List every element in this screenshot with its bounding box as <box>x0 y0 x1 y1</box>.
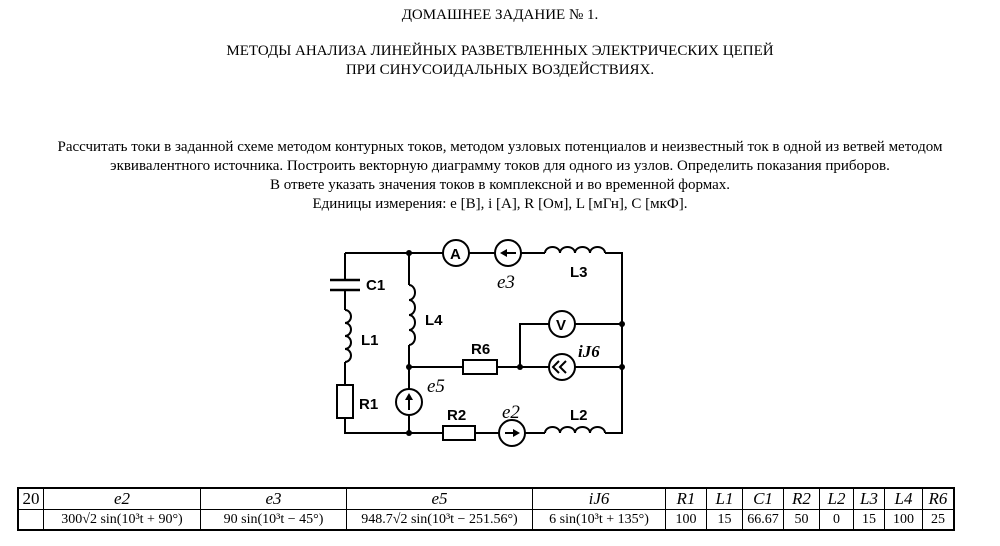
e2-label: e2 <box>502 402 520 423</box>
e3-label: e3 <box>497 272 515 293</box>
value-cell: 948.7√2 sin(10³t − 251.56°) <box>346 509 533 531</box>
header-cell: L1 <box>706 487 743 510</box>
value-cell: 90 sin(10³t − 45°) <box>200 509 347 531</box>
l1-label: L1 <box>361 332 379 349</box>
header-cell: R1 <box>665 487 707 510</box>
doc-title: ДОМАШНЕЕ ЗАДАНИЕ № 1. <box>401 7 599 23</box>
header-cell: e3 <box>200 487 347 510</box>
header-cell: R2 <box>783 487 820 510</box>
value-cell: 100 <box>665 509 707 531</box>
header-cell: e5 <box>346 487 533 510</box>
header-cell: iJ6 <box>532 487 666 510</box>
ij6-label: iJ6 <box>578 342 600 361</box>
header-cell: L2 <box>819 487 854 510</box>
value-cell: 50 <box>783 509 820 531</box>
l3-label: L3 <box>570 264 588 281</box>
task-line-3: В ответе указать значения токов в компле… <box>269 177 731 193</box>
header-cell: C1 <box>742 487 784 510</box>
value-cell: 66.67 <box>742 509 784 531</box>
variant-table: 20 e2 e3 e5 iJ6 R1 L1 C1 R2 L2 L3 L4 R6 … <box>17 487 955 531</box>
doc-subtitle-1: МЕТОДЫ АНАЛИЗА ЛИНЕЙНЫХ РАЗВЕТВЛЕННЫХ ЭЛ… <box>226 43 774 59</box>
e5-label: e5 <box>427 376 445 397</box>
r6-label: R6 <box>471 341 490 358</box>
units-line: Единицы измерения: e [В], i [А], R [Ом],… <box>312 196 688 212</box>
circuit-diagram: A V C1 L1 R1 L4 R6 R2 L3 L2 e3 e5 e2 iJ6 <box>330 239 625 447</box>
table-header-row: 20 e2 e3 e5 iJ6 R1 L1 C1 R2 L2 L3 L4 R6 <box>17 487 955 510</box>
task-line-2: эквивалентного источника. Построить вект… <box>110 158 890 174</box>
value-cell: 100 <box>884 509 923 531</box>
empty-cell <box>17 509 44 531</box>
r1-label: R1 <box>359 396 378 413</box>
value-cell: 15 <box>853 509 885 531</box>
header-cell: L3 <box>853 487 885 510</box>
value-cell: 300√2 sin(10³t + 90°) <box>43 509 201 531</box>
l2-label: L2 <box>570 407 588 424</box>
header-cell: e2 <box>43 487 201 510</box>
c1-label: C1 <box>366 277 385 294</box>
header-cell: R6 <box>922 487 955 510</box>
variant-number: 20 <box>17 487 44 510</box>
table-row: 300√2 sin(10³t + 90°) 90 sin(10³t − 45°)… <box>17 509 955 531</box>
task-line-1: Рассчитать токи в заданной схеме методом… <box>57 139 943 155</box>
header-cell: L4 <box>884 487 923 510</box>
r2-label: R2 <box>447 407 466 424</box>
value-cell: 15 <box>706 509 743 531</box>
value-cell: 25 <box>922 509 955 531</box>
doc-subtitle-2: ПРИ СИНУСОИДАЛЬНЫХ ВОЗДЕЙСТВИЯХ. <box>345 62 655 78</box>
voltmeter-label: V <box>556 317 566 334</box>
value-cell: 0 <box>819 509 854 531</box>
value-cell: 6 sin(10³t + 135°) <box>532 509 666 531</box>
ammeter-label: A <box>450 246 461 263</box>
l4-label: L4 <box>425 312 443 329</box>
